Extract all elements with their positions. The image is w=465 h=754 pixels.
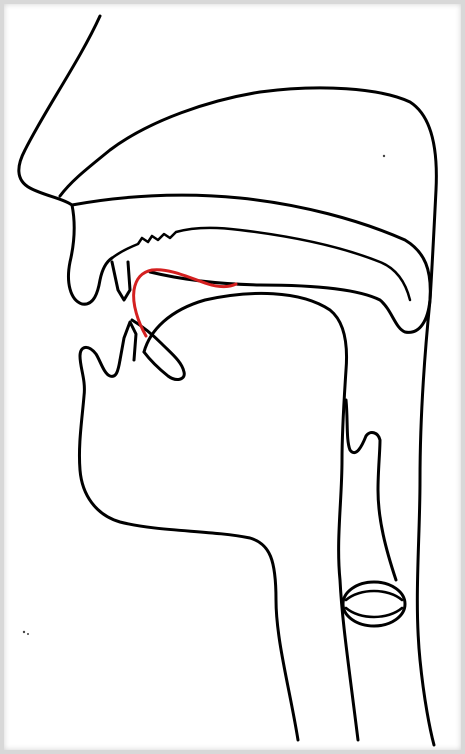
- speck-mark: [27, 633, 29, 635]
- speck-mark: [23, 631, 25, 633]
- lower-incisor-outline: [120, 322, 136, 360]
- upper-lip-outline: [69, 205, 113, 304]
- pharyngeal-wall-outline: [417, 300, 434, 745]
- lower-lip-outline: [79, 347, 298, 740]
- alveolar-ridge-outline: [112, 228, 410, 300]
- hard-palate-outline: [72, 195, 430, 332]
- upper-incisor-outline: [112, 262, 130, 300]
- nasal-cavity-outline: [60, 88, 436, 300]
- vocal-folds: [343, 582, 405, 626]
- epiglottis-outline: [346, 400, 396, 580]
- nose-outline: [19, 16, 100, 205]
- speck-mark: [383, 155, 385, 157]
